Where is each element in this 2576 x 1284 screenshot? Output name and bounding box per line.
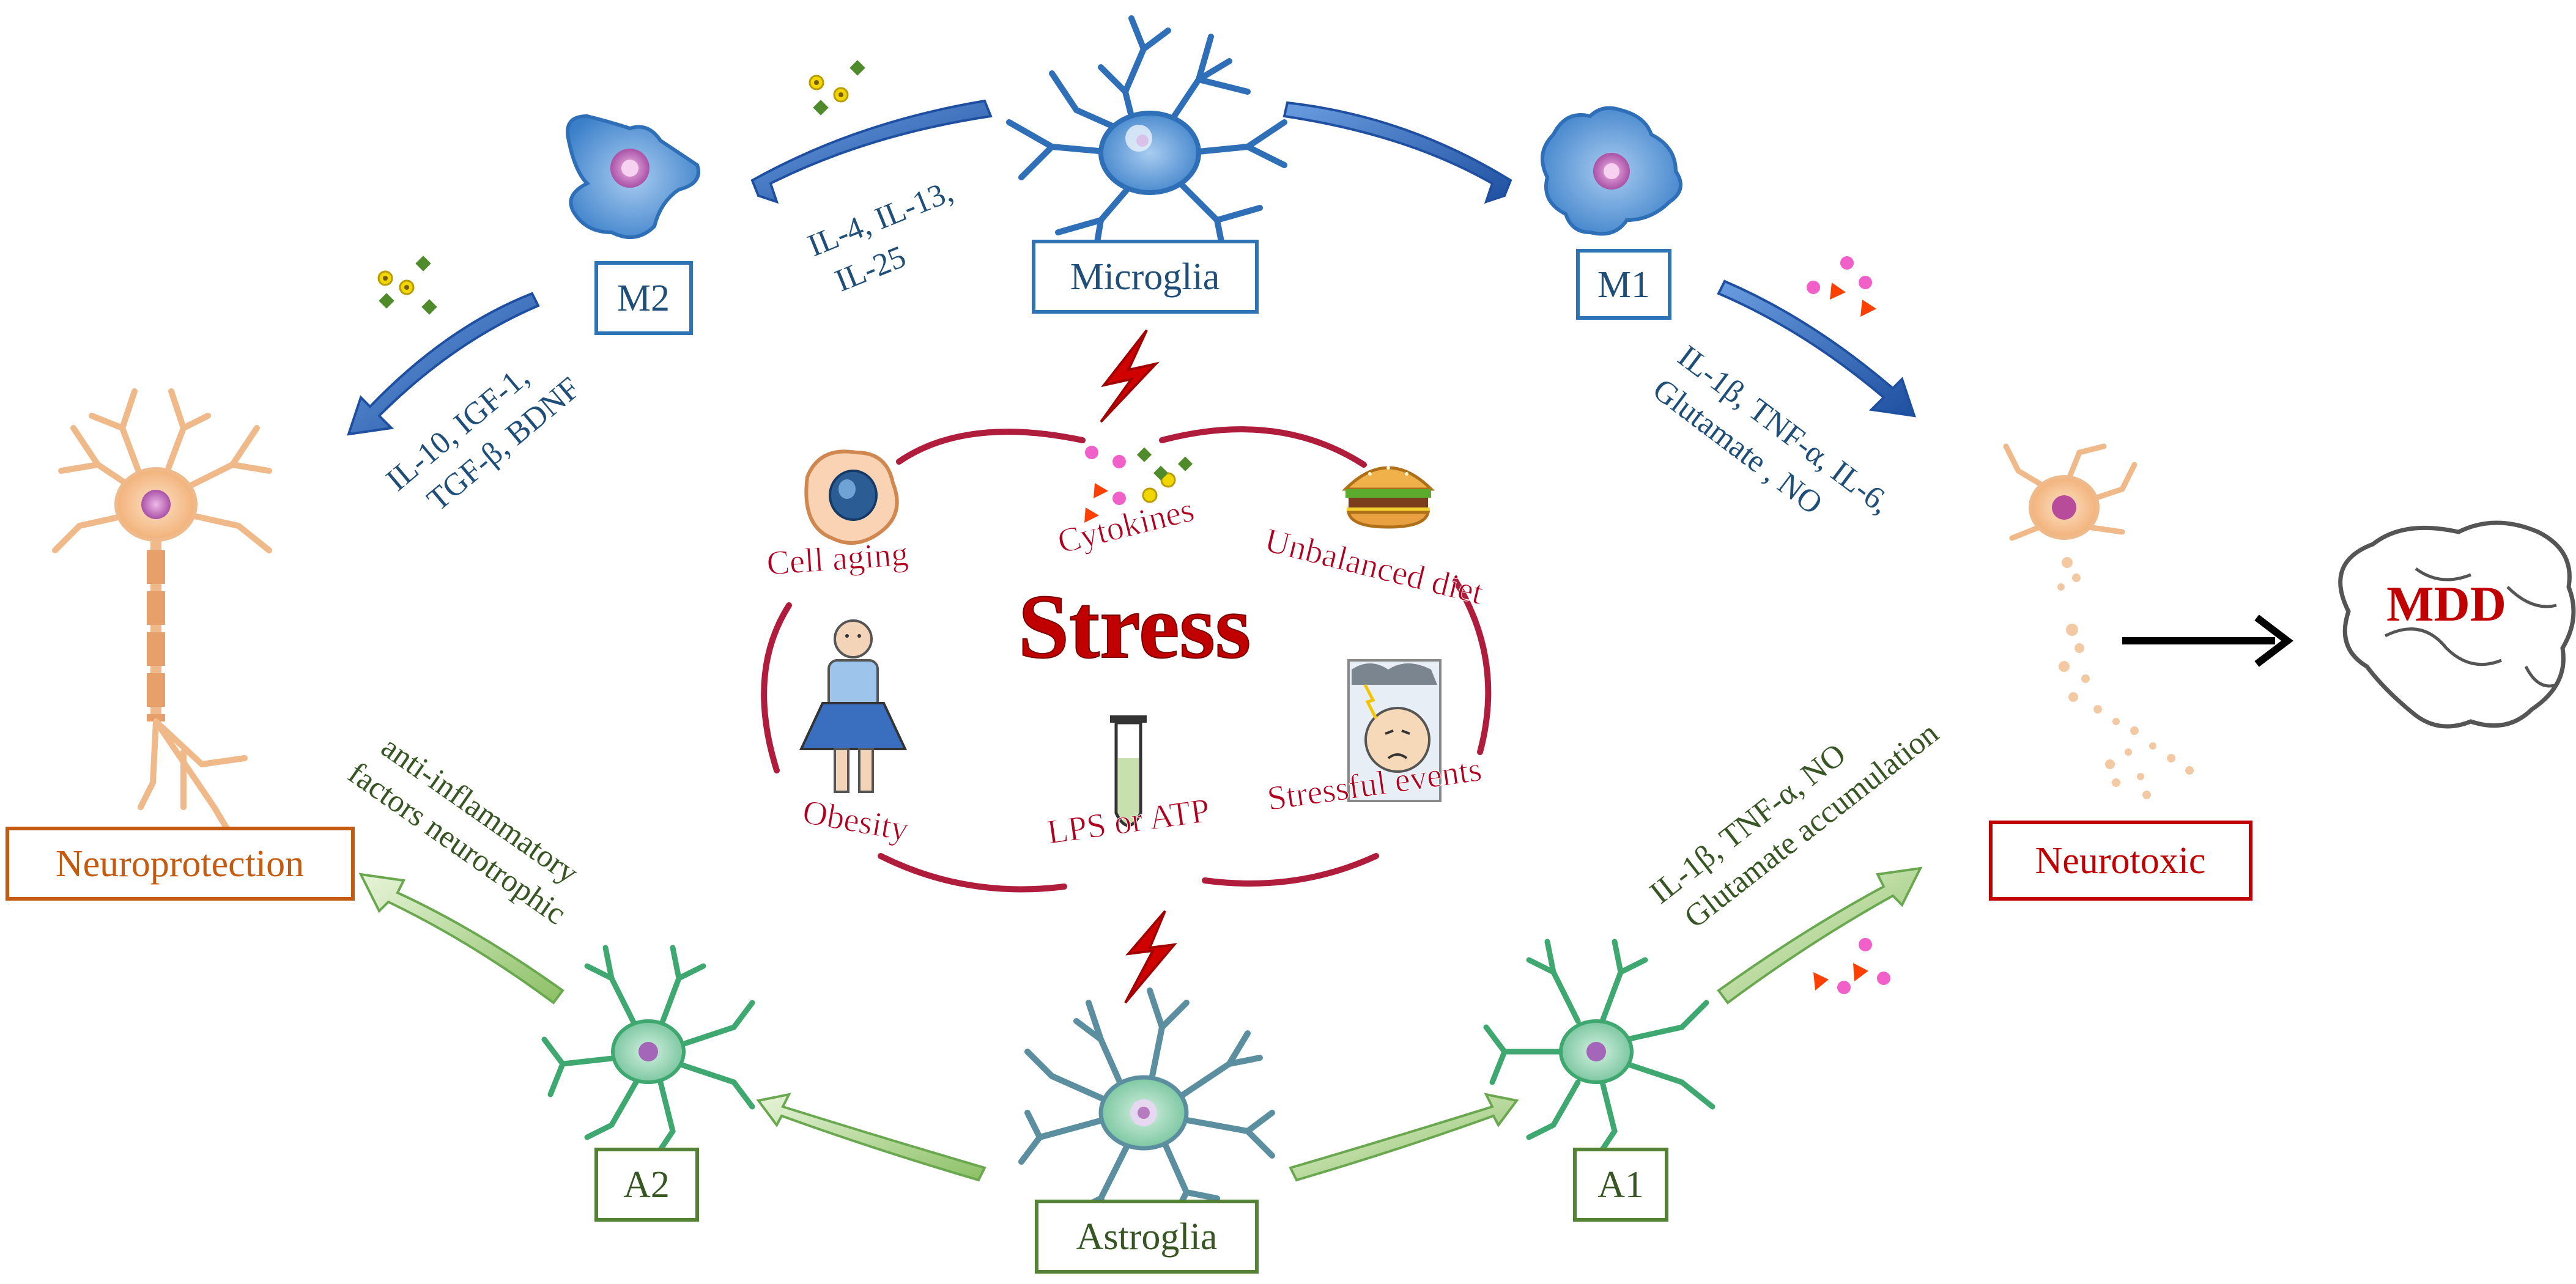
a2-label: A2 bbox=[623, 1164, 670, 1206]
astroglia-label: Astroglia bbox=[1076, 1216, 1218, 1258]
astroglia-cell-icon bbox=[1018, 987, 1275, 1232]
m2-to-neuroprotection-arrow bbox=[347, 292, 540, 436]
aging-cell-icon bbox=[804, 449, 899, 545]
m1-to-neurotoxic-arrow bbox=[1717, 279, 1916, 418]
microglia-to-m1-arrow bbox=[1282, 101, 1512, 204]
cytokine-particles-icon bbox=[377, 256, 437, 315]
lightning-icon bbox=[1100, 329, 1160, 423]
brain-icon bbox=[2338, 520, 2576, 729]
microglia-box: Microglia bbox=[1032, 240, 1259, 314]
cytokine-particles-icon bbox=[1807, 256, 1876, 317]
neurotoxic-box: Neurotoxic bbox=[1989, 821, 2252, 901]
neurotoxic-to-mdd-arrow bbox=[2122, 614, 2293, 667]
cytokine-particles-icon bbox=[1084, 446, 1193, 523]
obesity-label: Obesity bbox=[800, 793, 911, 849]
test-tube-icon bbox=[1110, 715, 1147, 827]
m2-label: M2 bbox=[617, 278, 670, 319]
cell-aging-label: Cell aging bbox=[766, 535, 910, 583]
burger-icon bbox=[1341, 466, 1435, 529]
astroglia-to-a2-arrow bbox=[756, 1093, 986, 1182]
damaged-neuron-icon bbox=[2003, 443, 2194, 799]
neuroprotection-box: Neuroprotection bbox=[6, 827, 355, 901]
unbalanced-diet-label: Unbalanced diet bbox=[1261, 521, 1487, 612]
sad-face-icon bbox=[1347, 659, 1442, 802]
a1-to-neurotoxic-arrow bbox=[1717, 866, 1923, 1005]
astroglia-to-a1-arrow bbox=[1289, 1093, 1519, 1182]
m2-induction-annotation: IL-4, IL-13, IL-25 bbox=[803, 174, 958, 299]
neuroprotection-label: Neuroprotection bbox=[56, 843, 304, 885]
cytokine-particles-icon bbox=[809, 60, 865, 116]
microglia-label: Microglia bbox=[1070, 256, 1220, 298]
mdd-label: MDD bbox=[2386, 576, 2506, 632]
m2-box: M2 bbox=[594, 261, 693, 335]
a1-label: A1 bbox=[1597, 1164, 1644, 1206]
microglia-to-m2-arrow bbox=[750, 99, 993, 204]
m1-box: M1 bbox=[1576, 249, 1671, 320]
m1-microglia-cell-icon bbox=[1541, 106, 1682, 236]
m1-label: M1 bbox=[1597, 264, 1650, 306]
astroglia-box: Astroglia bbox=[1035, 1200, 1259, 1274]
person-icon bbox=[799, 619, 908, 793]
healthy-neuron-icon bbox=[52, 388, 272, 841]
stress-title: Stress bbox=[1018, 576, 1251, 677]
a2-astrocyte-cell-icon bbox=[541, 945, 755, 1153]
cytokine-particles-icon bbox=[1813, 938, 1890, 994]
a2-box: A2 bbox=[594, 1148, 699, 1222]
m2-microglia-cell-icon bbox=[566, 114, 700, 239]
a1-box: A1 bbox=[1573, 1148, 1668, 1222]
microglia-cell-icon bbox=[1006, 15, 1287, 260]
a1-astrocyte-cell-icon bbox=[1483, 939, 1715, 1153]
a2-to-neuroprotection-arrow bbox=[358, 873, 564, 1005]
stress-ring bbox=[761, 426, 1492, 893]
cytokines-label: Cytokines bbox=[1054, 491, 1197, 561]
neurotoxic-label: Neurotoxic bbox=[2035, 840, 2206, 882]
lightning-icon bbox=[1124, 910, 1177, 1004]
